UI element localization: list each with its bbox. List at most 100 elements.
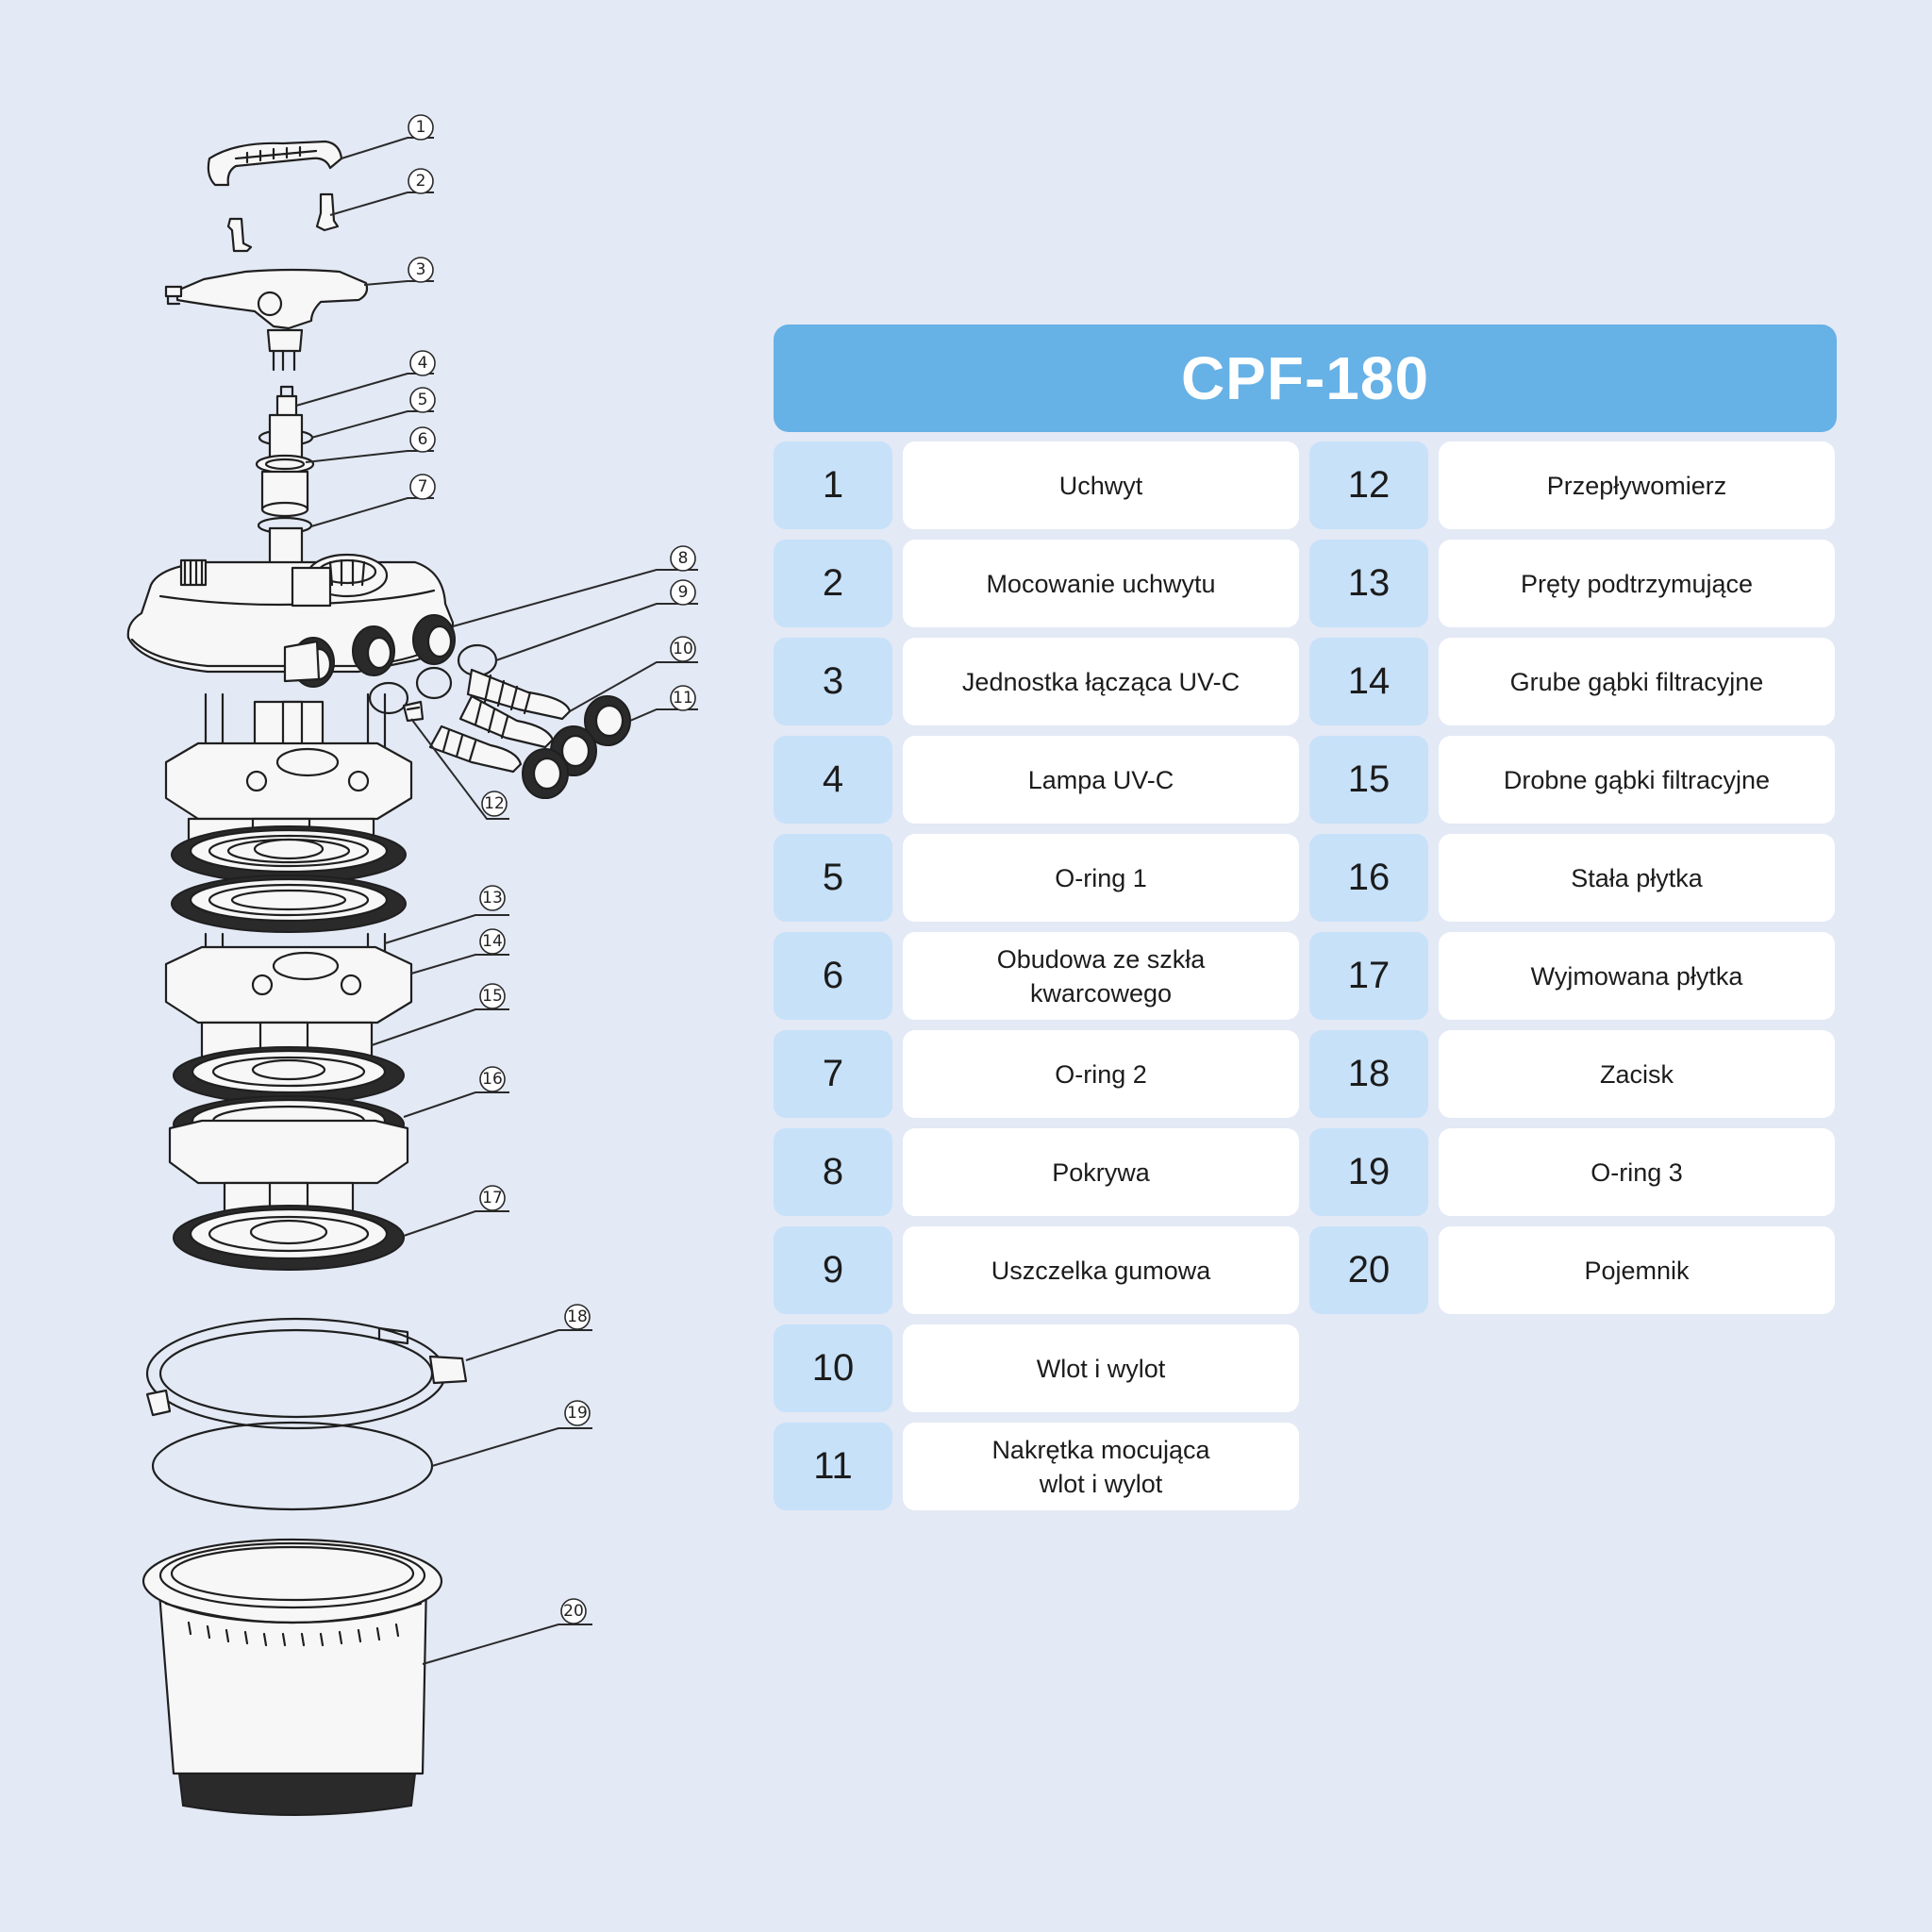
callout-13: 13 <box>479 885 506 911</box>
part-number: 13 <box>1309 540 1428 627</box>
fixing-nut-part <box>522 695 631 799</box>
part-name: Mocowanie uchwytu <box>903 540 1299 627</box>
part-number: 18 <box>1309 1030 1428 1118</box>
fixed-plate-part <box>168 1119 409 1223</box>
part-number: 19 <box>1309 1128 1428 1216</box>
svg-text:1: 1 <box>416 118 426 137</box>
part-number: 7 <box>774 1030 892 1118</box>
svg-text:10: 10 <box>673 640 693 658</box>
svg-text:5: 5 <box>418 391 428 409</box>
part-number: 14 <box>1309 638 1428 725</box>
part-number: 20 <box>1309 1226 1428 1314</box>
handle-part <box>207 140 343 187</box>
svg-text:15: 15 <box>482 987 503 1006</box>
removable-plate-part <box>173 1205 405 1271</box>
svg-text:6: 6 <box>418 430 428 449</box>
part-name: Jednostka łącząca UV-C <box>903 638 1299 725</box>
part-number: 15 <box>1309 736 1428 824</box>
inlet-outlet-part <box>428 668 572 774</box>
svg-text:2: 2 <box>416 172 426 191</box>
part-name: Wlot i wylot <box>903 1324 1299 1412</box>
svg-text:11: 11 <box>673 689 693 708</box>
svg-text:3: 3 <box>416 260 426 279</box>
svg-text:19: 19 <box>567 1404 588 1423</box>
part-number: 12 <box>1309 441 1428 529</box>
part-number: 6 <box>774 932 892 1020</box>
svg-text:13: 13 <box>482 889 503 908</box>
callout-18: 18 <box>564 1304 591 1330</box>
svg-text:16: 16 <box>482 1070 503 1089</box>
callout-15: 15 <box>479 983 506 1009</box>
callout-19: 19 <box>564 1400 591 1426</box>
part-name: Pokrywa <box>903 1128 1299 1216</box>
part-number: 10 <box>774 1324 892 1412</box>
part-name: Pręty podtrzymujące <box>1439 540 1835 627</box>
part-number: 2 <box>774 540 892 627</box>
part-name: Nakrętka mocująca wlot i wylot <box>903 1423 1299 1510</box>
part-name: O-ring 1 <box>903 834 1299 922</box>
part-name: O-ring 2 <box>903 1030 1299 1118</box>
callout-3: 3 <box>408 257 434 283</box>
part-number: 8 <box>774 1128 892 1216</box>
callout-5: 5 <box>409 387 436 413</box>
callout-12: 12 <box>481 791 508 817</box>
flow-meter-part <box>402 700 425 723</box>
callout-8: 8 <box>670 545 696 572</box>
callout-17: 17 <box>479 1185 506 1211</box>
callout-9: 9 <box>670 579 696 606</box>
part-name: Wyjmowana płytka <box>1439 932 1835 1020</box>
svg-text:12: 12 <box>484 794 505 813</box>
callout-2: 2 <box>408 168 434 194</box>
clamp-part <box>145 1317 468 1430</box>
svg-text:20: 20 <box>563 1602 584 1621</box>
part-name: Obudowa ze szkła kwarcowego <box>903 932 1299 1020</box>
part-number: 11 <box>774 1423 892 1510</box>
callout-14: 14 <box>479 928 506 955</box>
part-name: Lampa UV-C <box>903 736 1299 824</box>
part-name: Stała płytka <box>1439 834 1835 922</box>
svg-text:9: 9 <box>678 583 689 602</box>
part-name: O-ring 3 <box>1439 1128 1835 1216</box>
part-name: Pojemnik <box>1439 1226 1835 1314</box>
part-name: Zacisk <box>1439 1030 1835 1118</box>
callout-4: 4 <box>409 350 436 376</box>
svg-text:8: 8 <box>678 549 689 568</box>
quartz-sleeve-part <box>255 413 315 518</box>
part-name: Grube gąbki filtracyjne <box>1439 638 1835 725</box>
lid-part <box>126 553 456 688</box>
o-ring-3-part <box>151 1421 434 1511</box>
uvc-connecting-unit-part <box>164 268 369 372</box>
callout-16: 16 <box>479 1066 506 1092</box>
svg-text:4: 4 <box>418 354 428 373</box>
svg-text:18: 18 <box>567 1307 588 1326</box>
container-part <box>142 1538 443 1816</box>
part-name: Uchwyt <box>903 441 1299 529</box>
part-name: Drobne gąbki filtracyjne <box>1439 736 1835 824</box>
callout-20: 20 <box>560 1598 587 1624</box>
svg-text:7: 7 <box>418 477 428 496</box>
callout-10: 10 <box>670 636 696 662</box>
part-number: 16 <box>1309 834 1428 922</box>
svg-text:14: 14 <box>482 932 503 951</box>
